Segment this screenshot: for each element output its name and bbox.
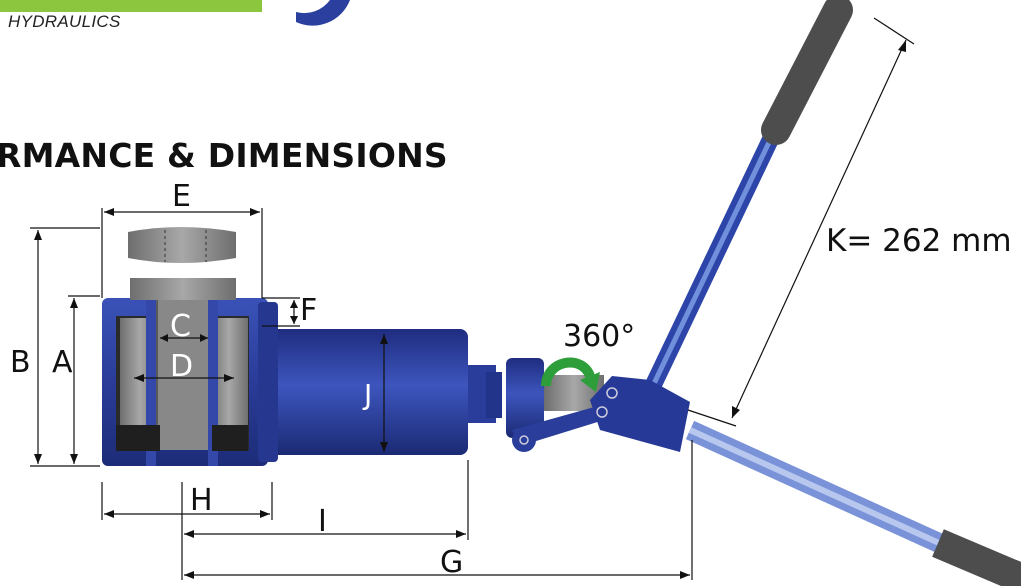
dim-label-f: F (300, 293, 317, 328)
arrowheads (34, 40, 906, 579)
upper-handle (641, 0, 853, 401)
dim-label-c: C (170, 309, 191, 344)
logo-circle-edge (296, 0, 350, 26)
reservoir-cylinder (266, 329, 468, 455)
dim-label-j: J (362, 378, 372, 411)
pump-assembly (266, 329, 690, 455)
section-title: RMANCE & DIMENSIONS (0, 136, 448, 175)
dim-label-d: D (170, 349, 193, 384)
brand-color-bar (0, 0, 262, 12)
brand-word: HYDRAULICS (8, 12, 121, 31)
dimension-lines (30, 17, 915, 580)
dim-label-g: G (440, 545, 463, 580)
upper-grip (761, 0, 853, 145)
pump-head (590, 376, 690, 452)
dim-label-e: E (172, 179, 191, 214)
dim-label-b: B (10, 345, 31, 380)
lower-handle (685, 420, 1021, 586)
dim-label-a: A (52, 345, 73, 380)
dim-label-k: K= 262 mm (826, 223, 1012, 259)
lower-grip (932, 529, 1021, 586)
saddle (128, 227, 236, 263)
rotation-arrow (541, 357, 595, 387)
rotation-label: 360° (563, 319, 635, 354)
dim-label-h: H (190, 483, 213, 518)
jack-block (102, 227, 278, 466)
dim-label-i: I (318, 504, 327, 539)
